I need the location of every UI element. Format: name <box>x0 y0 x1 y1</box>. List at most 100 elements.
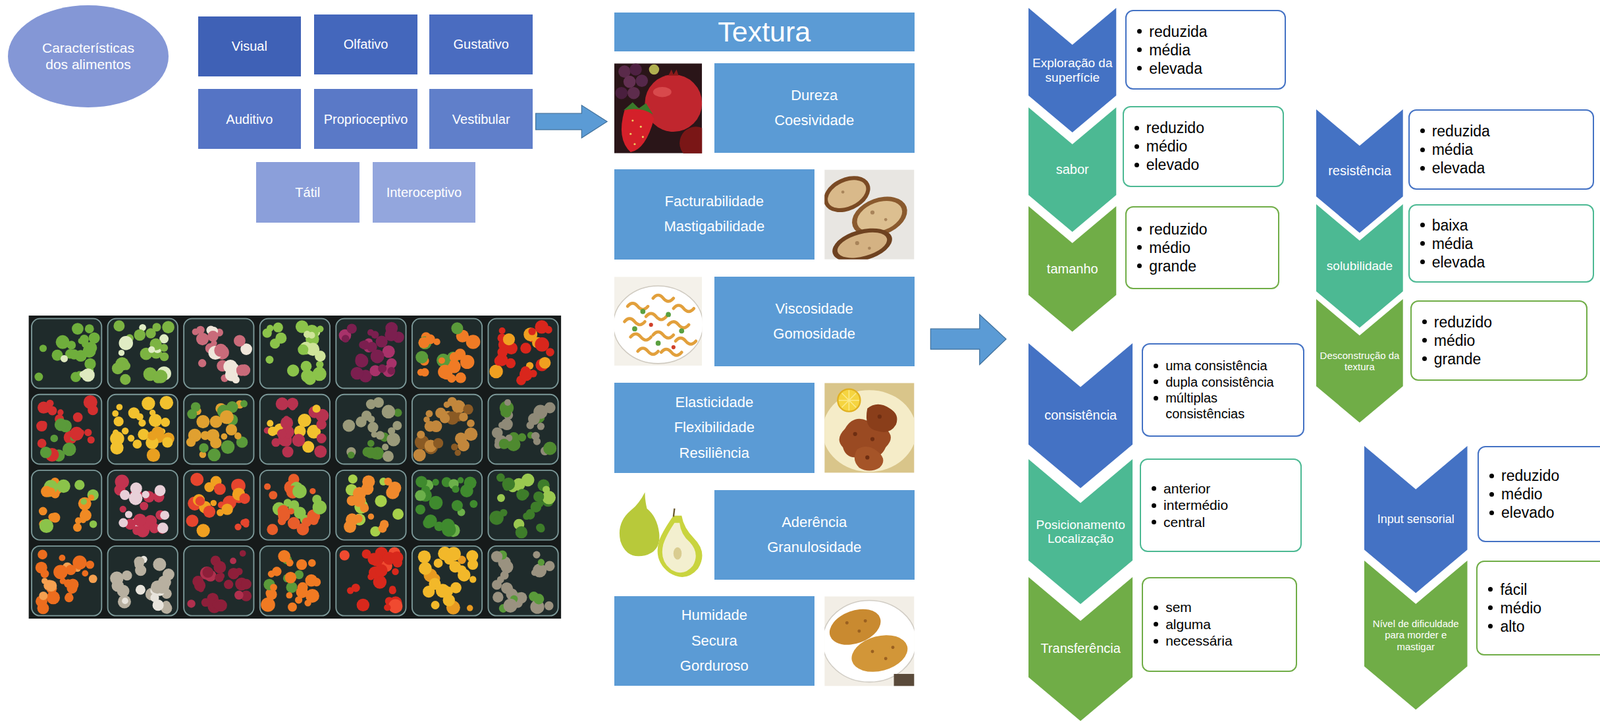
food-container <box>373 397 384 408</box>
food-container <box>31 394 102 465</box>
text-group: reduzidomédiogrande <box>1135 219 1272 276</box>
list-item: reduzida <box>1418 121 1587 141</box>
food-container <box>107 470 178 540</box>
food-container <box>240 578 252 590</box>
chevron-text: Nível de dificuldade para morder e masti… <box>1366 617 1466 652</box>
fried-chicken-photo <box>853 431 858 436</box>
fried-chicken-photo <box>824 382 914 473</box>
food-container <box>110 441 124 455</box>
food-container <box>360 340 370 350</box>
food-container <box>229 557 237 565</box>
food-container <box>31 545 102 616</box>
list-item: médio <box>1486 598 1600 617</box>
food-container <box>335 318 406 389</box>
food-container <box>537 558 545 565</box>
pasta-photo <box>653 294 674 301</box>
text-wrap: solubilidade <box>1318 240 1401 292</box>
text-group: FacturabilidadeMastigabilidade <box>663 188 765 240</box>
topic-ellipse: Características dos alimentos <box>7 5 168 108</box>
block-arrow <box>535 105 608 139</box>
food-container <box>454 449 461 456</box>
sense-label: Gustativo <box>453 36 509 53</box>
text-group: Nível de dificuldade para morder e masti… <box>1366 617 1466 652</box>
fruit-photo <box>629 133 632 135</box>
food-container <box>381 404 396 419</box>
food-container <box>456 564 467 575</box>
cutlet-photo <box>824 599 914 682</box>
food-container <box>454 372 466 383</box>
text-group: Exploração da superfície <box>1031 55 1114 85</box>
chevron-label: sabor <box>1028 107 1117 232</box>
texture-term: Gorduroso <box>680 653 749 679</box>
food-container <box>277 428 288 439</box>
food-container <box>133 329 146 342</box>
text-group: ElasticidadeFlexibilidadeResiliência <box>674 389 755 467</box>
food-container <box>233 334 246 347</box>
text-group: Proprioceptivo <box>323 111 409 128</box>
chevron-text: Desconstrução da textura <box>1318 349 1401 373</box>
food-container <box>412 470 482 540</box>
text-group: semalgumanecessária <box>1152 598 1290 650</box>
food-container <box>382 450 394 462</box>
food-container <box>534 337 550 352</box>
food-container <box>234 590 244 600</box>
text-wrap: fácilmédioalto <box>1477 576 1600 640</box>
text-group: reduzidomédioelevado <box>1488 466 1600 522</box>
text-wrap: Características dos alimentos <box>30 39 147 73</box>
pasta-photo <box>665 312 671 318</box>
food-container <box>412 394 482 465</box>
text-group: Características dos alimentos <box>30 39 147 73</box>
food-container <box>88 574 98 583</box>
food-container <box>138 419 146 427</box>
chevron-outline <box>1028 458 1133 604</box>
food-container <box>487 318 558 389</box>
food-container <box>439 412 450 423</box>
food-container <box>70 371 81 382</box>
cutlet-photo <box>845 620 849 625</box>
texture-term: Dureza <box>774 82 854 109</box>
list-item: média <box>1418 140 1587 159</box>
chevron-outline <box>1028 343 1133 488</box>
text-wrap: PosicionamentoLocalização <box>1031 503 1130 561</box>
text-wrap: Transferência <box>1031 620 1130 677</box>
text-group: baixamédiaelevada <box>1418 215 1587 272</box>
food-container <box>316 419 326 430</box>
food-container <box>388 599 403 614</box>
text-group: DurezaCoesividade <box>774 82 854 134</box>
text-group: tamanho <box>1046 261 1099 277</box>
food-container <box>356 598 370 612</box>
pasta-photo <box>675 337 696 344</box>
food-container <box>544 560 555 571</box>
food-container <box>147 430 157 440</box>
food-container <box>312 404 321 413</box>
list-item: elevada <box>1418 158 1587 178</box>
food-container <box>365 447 377 459</box>
food-container <box>34 372 43 382</box>
sense-box: Vestibular <box>429 88 533 149</box>
text-wrap: DurezaCoesividade <box>774 82 854 134</box>
food-container <box>221 439 236 454</box>
food-container <box>227 567 240 580</box>
food-container <box>234 523 241 531</box>
food-container <box>160 510 170 520</box>
food-container <box>487 545 558 616</box>
text-wrap: consistência <box>1031 386 1130 444</box>
fruit-photo <box>614 86 628 100</box>
list-item: anterior <box>1150 480 1294 498</box>
sense-label: Vestibular <box>452 111 511 128</box>
food-container <box>371 330 380 339</box>
food-container <box>37 438 47 448</box>
food-container <box>296 559 307 570</box>
pear-photo <box>673 547 682 560</box>
food-container <box>505 358 516 369</box>
food-container <box>392 508 404 520</box>
food-container <box>501 418 513 430</box>
list-item: elevado <box>1488 503 1600 522</box>
food-container <box>160 352 170 362</box>
food-container <box>391 568 400 576</box>
food-container <box>196 523 211 537</box>
text-wrap: Vestibular <box>452 111 511 128</box>
list-item: média <box>1135 40 1278 60</box>
food-container <box>544 601 554 611</box>
food-container <box>240 518 247 526</box>
